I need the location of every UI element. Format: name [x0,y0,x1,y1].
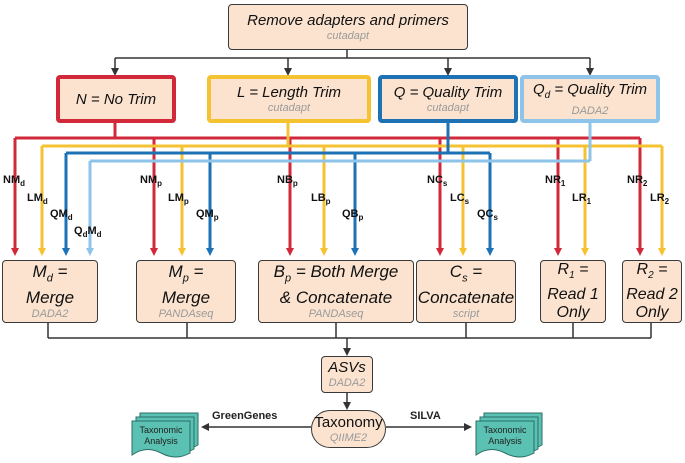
doc-stack-left: Taxonomic Analysis [131,412,199,458]
method-bp-tool: PANDAseq [308,308,364,321]
method-r1-line1: R1 = [557,261,589,282]
method-r2-line2: Read 2 [626,285,678,303]
edge-label-lr1: LR1 [572,192,592,206]
method-r1-line3: Only [556,303,590,321]
method-mp-line2: Merge [161,288,211,308]
doc-right-line1: Taxonomic [483,425,527,435]
edge-label-qmd: QMd [50,208,73,222]
dada2-quality-trim-tool: DADA2 [571,104,609,117]
method-r2-box: R2 = Read 2 Only [622,260,682,323]
no-trim-box: N = No Trim [56,75,176,123]
edge-label-nmp: NMp [140,174,162,188]
method-bp-line1: Bp = Both Merge [273,261,399,285]
method-md-line2: Merge [25,288,75,308]
method-mp-box: Mp = Merge PANDAseq [136,260,236,323]
doc-stack-right: Taxonomic Analysis [475,412,543,458]
doc-left-line2: Analysis [144,436,178,446]
edge-label-lr2: LR2 [650,192,670,206]
method-r2-line3: Only [635,303,669,321]
method-mp-line1: Mp = [168,261,204,285]
asvs-tool: DADA2 [328,377,366,389]
doc-right-line2: Analysis [488,436,522,446]
length-trim-box: L = Length Trim cutadapt [207,75,371,123]
length-trim-tool: cutadapt [267,101,311,114]
dada2-quality-trim-box: Qd = Quality Trim DADA2 [520,75,660,123]
edge-label-lbp: LBp [311,192,331,206]
edge-label-lmd: LMd [27,192,48,206]
silva-label: SILVA [410,410,441,422]
quality-trim-box: Q = Quality Trim cutadapt [378,75,518,123]
length-trim-edges [38,123,666,256]
quality-trim-tool: cutadapt [426,101,470,114]
edge-label-qmp: QMp [196,208,219,222]
edge-label-nmd: NMd [3,174,25,188]
edge-label-nr2: NR2 [627,174,648,188]
taxonomy-box: Taxonomy QIIME2 [311,410,386,448]
method-r2-line1: R2 = [636,261,668,282]
doc-left-line1: Taxonomic [139,425,183,435]
method-md-tool: DADA2 [31,308,69,321]
asv-connectors [47,323,652,431]
no-trim-title: N = No Trim [75,90,157,108]
method-md-box: Md = Merge DADA2 [2,260,98,323]
dada2-quality-trim-edges [86,123,592,256]
length-trim-title: L = Length Trim [236,83,342,101]
edge-label-ncs: NCs [427,174,448,188]
method-cs-box: Cs = Concatenate script [416,260,516,323]
method-r1-box: R1 = Read 1 Only [540,260,606,323]
edge-label-qbp: QBp [342,208,364,222]
method-cs-tool: script [452,308,480,321]
remove-adapters-box: Remove adapters and primers cutadapt [228,4,468,50]
edge-label-lmp: LMp [168,192,189,206]
quality-trim-edges [62,123,494,256]
edge-labels: NMd LMd QMd QdMd NMp LMp QMp NBp LBp QBp… [3,174,670,239]
method-bp-line2: & Concatenate [279,288,393,308]
method-bp-box: Bp = Both Merge & Concatenate PANDAseq [258,260,414,323]
taxonomy-tool: QIIME2 [329,431,368,444]
edge-label-qdmd: QdMd [74,225,102,239]
dada2-quality-trim-title: Qd = Quality Trim [532,80,648,101]
method-md-line1: Md = [32,261,68,285]
asvs-box: ASVs DADA2 [321,356,373,393]
edge-label-lcs: LCs [450,192,470,206]
quality-trim-title: Q = Quality Trim [393,83,503,101]
asvs-title: ASVs [328,359,366,376]
method-mp-tool: PANDAseq [158,308,214,321]
no-trim-edges [11,123,644,256]
method-r1-line2: Read 1 [547,285,599,303]
remove-adapters-title: Remove adapters and primers [247,11,449,29]
edge-label-nr1: NR1 [545,174,566,188]
edge-label-qcs: QCs [477,208,499,222]
edge-label-nbp: NBp [277,174,298,188]
method-cs-line1: Cs = [449,261,483,285]
top-connectors [111,50,594,76]
taxonomy-title: Taxonomy [314,413,383,431]
remove-adapters-tool: cutadapt [326,29,370,42]
greengenes-label: GreenGenes [212,410,278,422]
method-cs-line2: Concatenate [417,288,515,308]
